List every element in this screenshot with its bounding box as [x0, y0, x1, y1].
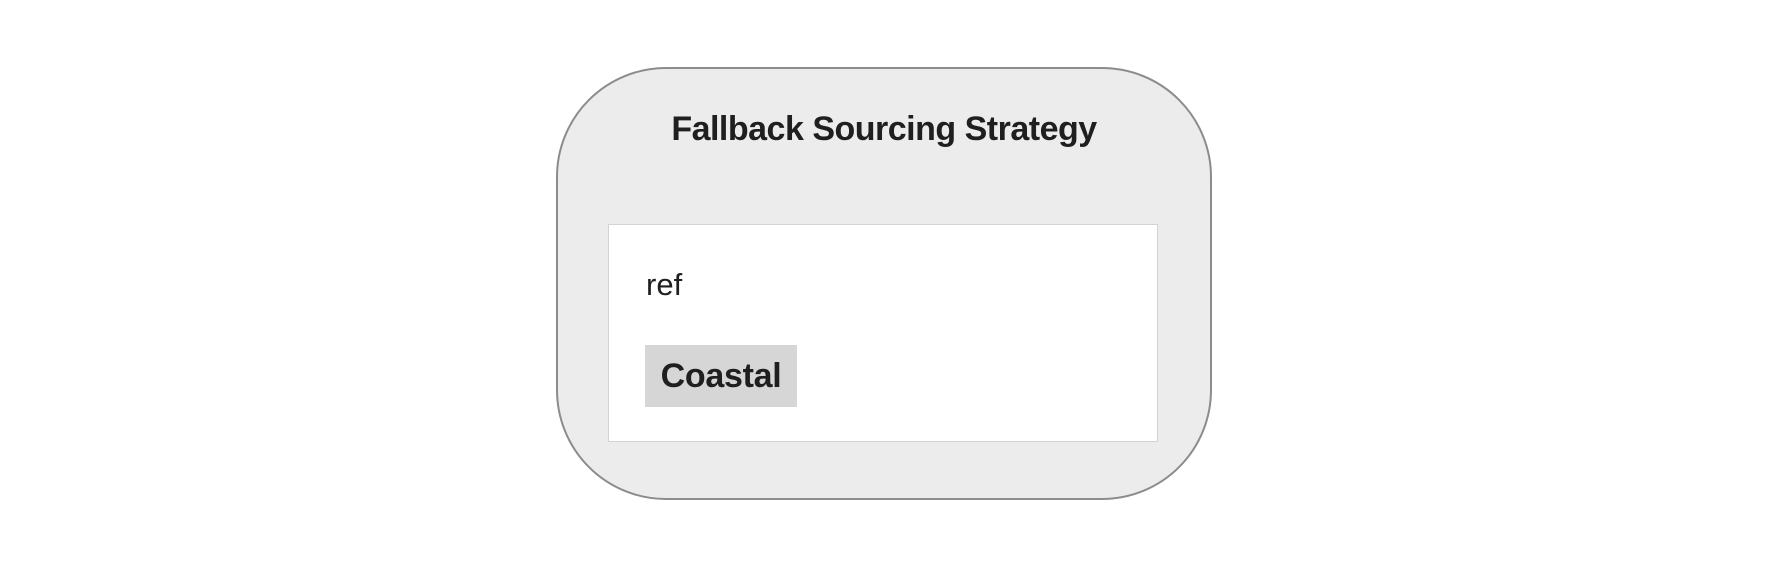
coastal-badge: Coastal — [645, 345, 797, 407]
fallback-sourcing-strategy-container: Fallback Sourcing Strategy ref Coastal — [556, 67, 1212, 500]
badge-label: Coastal — [660, 356, 782, 395]
container-title: Fallback Sourcing Strategy — [671, 110, 1097, 148]
node-label: ref — [646, 267, 683, 302]
ref-node: ref Coastal — [608, 224, 1158, 442]
